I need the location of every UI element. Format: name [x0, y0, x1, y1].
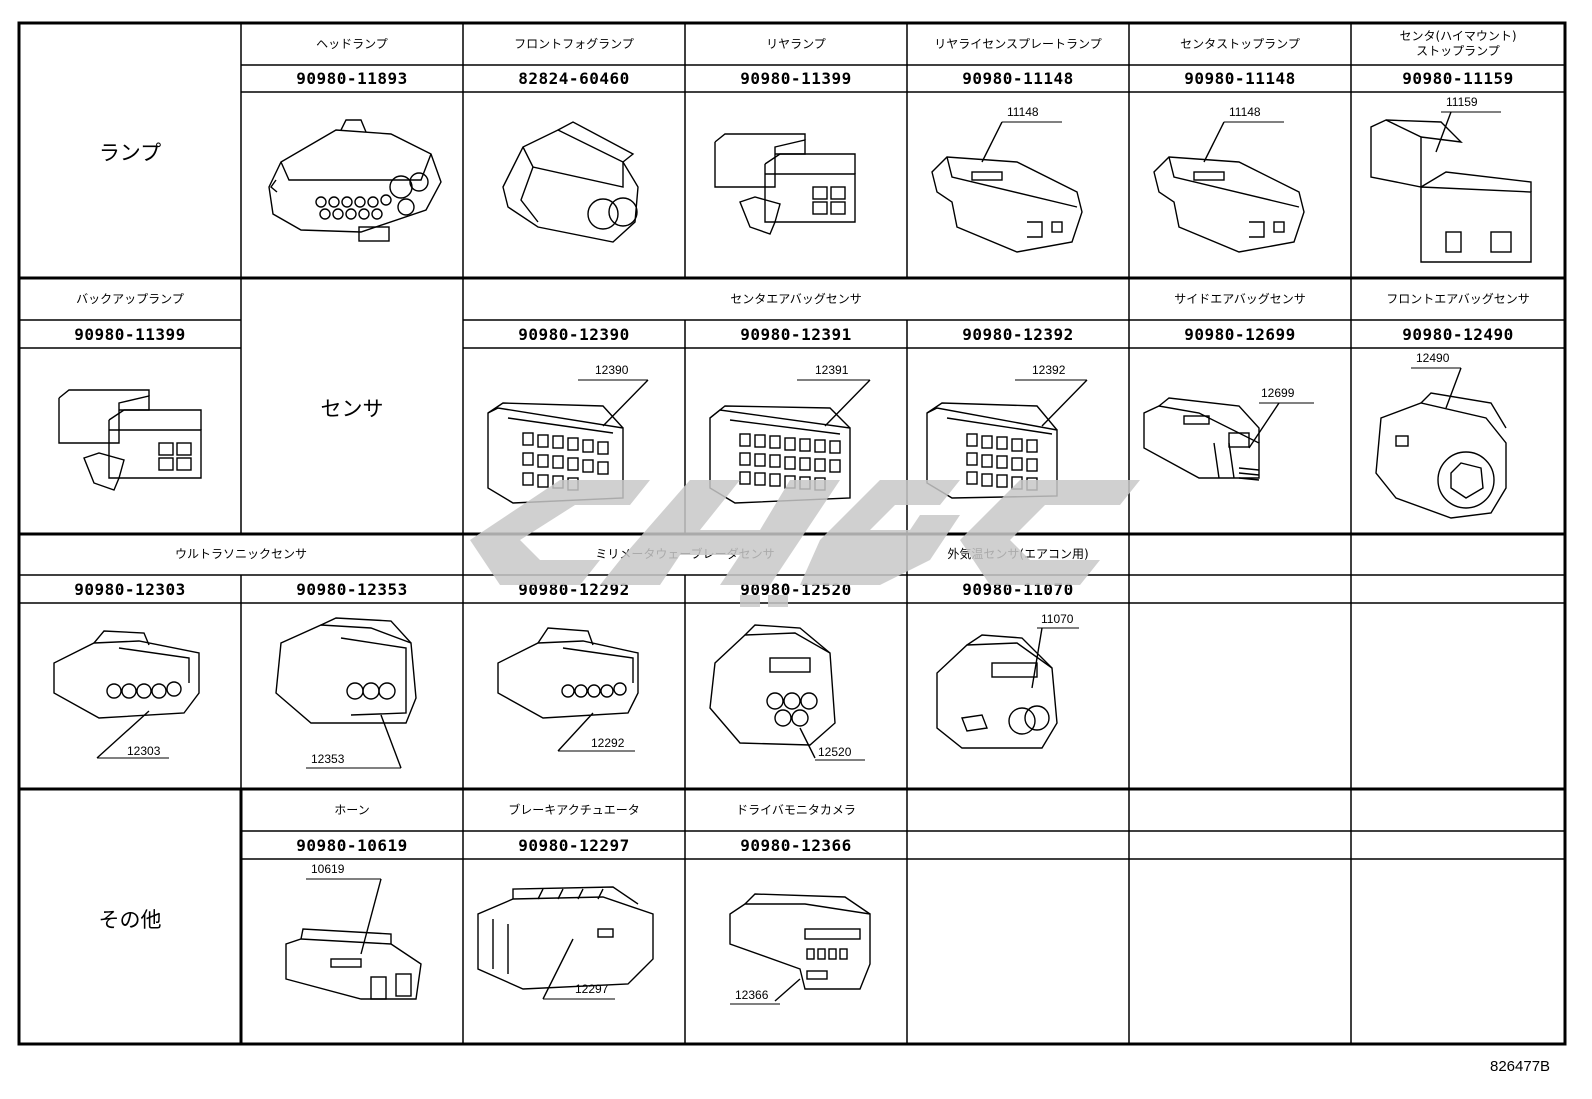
ambient-temp-sensor-connector-drawing: 11070 [936, 612, 1079, 749]
front-airbag-sensor-connector-drawing: 12490 [1375, 351, 1507, 519]
brake-actuator-connector-drawing: 12297 [477, 886, 654, 1000]
callout-label: 12391 [815, 363, 849, 377]
part-number: 90980-12699 [1184, 324, 1296, 344]
rear-lamp-connector-drawing [714, 133, 856, 235]
callout-label: 12303 [127, 744, 161, 758]
callout-label: 12520 [818, 745, 852, 759]
callout-label: 12297 [575, 982, 609, 996]
figure-code: 826477B [1490, 1058, 1551, 1075]
part-number: 90980-12366 [740, 835, 852, 855]
front-fog-lamp-connector-drawing [502, 121, 639, 243]
lamp-label: リヤライセンスプレートランプ [934, 36, 1102, 51]
callout-label: 11070 [1041, 612, 1074, 626]
part-number: 90980-11893 [296, 69, 408, 88]
lamp-label: ヘッドランプ [316, 36, 388, 51]
callout-label: 12699 [1261, 386, 1295, 400]
part-number: 90980-11070 [962, 579, 1074, 599]
part-number: 90980-12292 [518, 579, 630, 599]
part-number: 90980-12490 [1402, 324, 1514, 344]
horn-connector-drawing: 10619 [285, 862, 422, 1000]
part-number: 90980-12391 [740, 324, 852, 344]
callout-label: 12353 [311, 752, 345, 766]
side-airbag-sensor-connector-drawing: 12699 [1143, 386, 1314, 481]
mmwave-radar-sensor-connector-12520-drawing: 12520 [709, 624, 865, 761]
center-airbag-sensor-label: センタエアバッグセンサ [730, 291, 862, 306]
headlamp-connector-drawing [268, 119, 442, 242]
part-number: 90980-11148 [962, 69, 1074, 88]
part-number: 90980-12303 [74, 579, 186, 599]
lamp-label: センタ(ハイマウント) ストップランプ [1399, 29, 1517, 58]
brake-actuator-label: ブレーキアクチュエータ [508, 802, 640, 817]
callout-label: 12390 [595, 363, 629, 377]
part-number: 90980-11399 [74, 324, 186, 344]
driver-monitor-camera-connector-drawing: 12366 [729, 893, 871, 1005]
side-airbag-sensor-label: サイドエアバッグセンサ [1174, 291, 1306, 306]
part-number: 90980-11399 [740, 69, 852, 88]
mmwave-radar-sensor-connector-12292-drawing: 12292 [497, 627, 639, 752]
callout-label: 11159 [1446, 95, 1478, 109]
horn-label: ホーン [334, 802, 370, 817]
part-number: 90980-11148 [1184, 69, 1296, 88]
center-airbag-sensor-connector-12392-drawing: 12392 [926, 363, 1088, 499]
front-airbag-sensor-label: フロントエアバッグセンサ [1386, 291, 1530, 306]
backup-lamp-connector-drawing [58, 389, 202, 491]
part-number: 90980-12392 [962, 324, 1074, 344]
high-mount-stop-lamp-connector-drawing: 11159 [1370, 95, 1532, 263]
callout-label: 12366 [735, 988, 769, 1002]
license-plate-lamp-connector-drawing: 11148 [931, 105, 1083, 253]
lamp-label: リヤランプ [766, 36, 826, 51]
ultrasonic-sensor-connector-12353-drawing: 12353 [275, 617, 417, 769]
center-stop-lamp-connector-drawing: 11148 [1153, 105, 1305, 253]
callout-label: 11148 [1229, 105, 1261, 119]
category-sensor: センサ [320, 397, 384, 421]
backup-lamp-label: バックアップランプ [76, 291, 184, 306]
callout-label: 12292 [591, 736, 625, 750]
center-airbag-sensor-connector-12391-drawing: 12391 [709, 363, 871, 504]
callout-label: 11148 [1007, 105, 1039, 119]
callout-label: 12490 [1416, 351, 1450, 365]
part-number: 90980-11159 [1402, 69, 1514, 88]
part-number: 90980-12520 [740, 579, 852, 599]
part-number: 90980-12390 [518, 324, 630, 344]
ultrasonic-sensor-connector-12303-drawing: 12303 [53, 630, 200, 759]
lamp-label: フロントフォグランプ [514, 36, 634, 51]
mmwave-radar-sensor-label: ミリメータウェーブレーダセンサ [595, 547, 775, 561]
part-number: 82824-60460 [518, 69, 630, 88]
callout-label: 12392 [1032, 363, 1066, 377]
callout-label: 10619 [311, 862, 345, 876]
category-lamp: ランプ [98, 141, 162, 165]
lamp-label: センタストップランプ [1180, 36, 1300, 51]
category-other: その他 [98, 908, 162, 932]
center-airbag-sensor-connector-12390-drawing: 12390 [487, 363, 649, 504]
part-number: 90980-10619 [296, 835, 408, 855]
ultrasonic-sensor-label: ウルトラソニックセンサ [174, 547, 307, 561]
part-number: 90980-12297 [518, 835, 630, 855]
driver-monitor-camera-label: ドライバモニタカメラ [736, 802, 856, 817]
ambient-temp-sensor-label: 外気温センサ(エアコン用) [947, 547, 1089, 561]
part-number: 90980-12353 [296, 579, 408, 599]
